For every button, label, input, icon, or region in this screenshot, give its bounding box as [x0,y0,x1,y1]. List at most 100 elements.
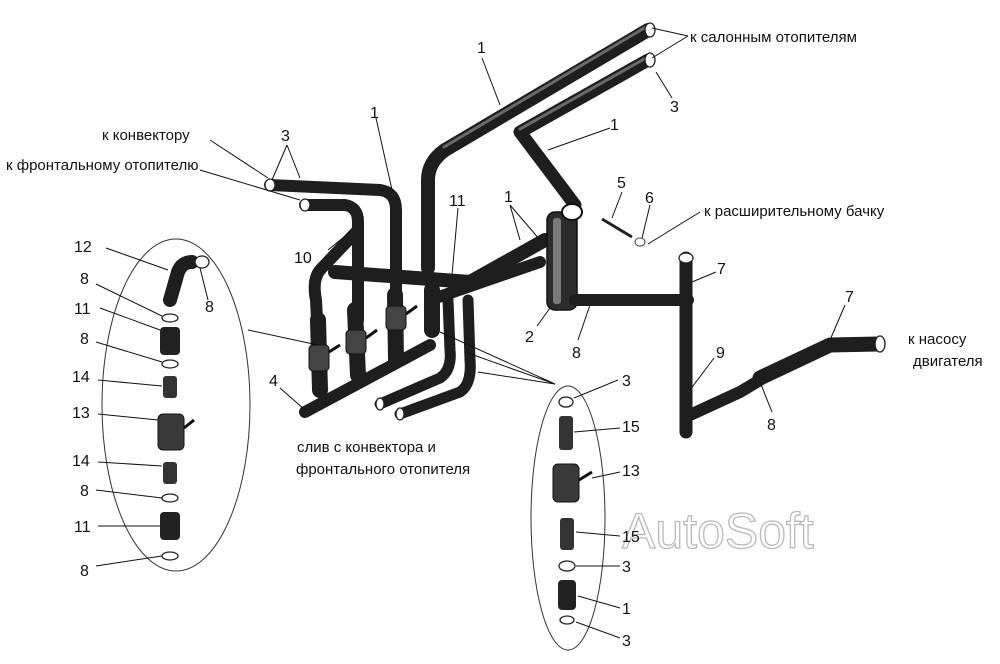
valve [345,329,367,355]
block-highlight [553,218,561,304]
leader [451,207,459,276]
callout-1: 1 [477,40,486,57]
label-drain-1: слив с конвектора и [297,439,436,456]
part-1-hose [558,580,576,610]
leader [375,117,393,191]
part-13-valve [157,413,185,451]
valve [308,344,330,372]
callout-10: 10 [294,250,312,267]
leader [199,169,301,201]
part-15-nipple [559,416,573,450]
callout-14: 14 [72,369,90,386]
leader [829,304,846,341]
part-8-clamp [161,313,179,323]
part-14-nipple [163,462,177,484]
callout-8: 8 [572,345,581,362]
leader [547,127,611,151]
valve-handle [405,304,418,316]
leader [209,139,269,179]
pipe-cabin-return [513,53,655,212]
callout-7: 7 [717,261,726,278]
pipe-drain-2 [394,294,476,420]
pipe-end [375,397,385,411]
part-11-sleeve [160,512,180,540]
part-3-clamp [559,615,575,625]
part-8-clamp [161,359,179,369]
pipe-highlight [518,56,648,131]
callout-12: 12 [74,239,92,256]
pipe-5 [601,217,633,239]
callout-7: 7 [845,289,854,306]
callout-15: 15 [622,419,640,436]
leader [573,427,621,433]
leader-1-center [509,204,541,241]
callout-1: 1 [504,189,513,206]
valve-handle [365,328,378,340]
pipe-4 [299,339,436,418]
label-to-engine-pump-1: к насосу [908,331,967,348]
exploded-view-left [101,238,251,572]
leader [611,191,623,219]
callout-6: 6 [645,190,654,207]
label-drain-2: фронтального отопителя [296,461,470,478]
valve [385,305,407,331]
pipe-end [874,335,886,353]
leader [97,379,163,387]
leader [577,304,591,341]
leader [481,57,501,106]
callout-8: 8 [80,483,89,500]
callout-3: 3 [622,373,631,390]
leader [95,341,163,363]
leader [575,621,621,639]
callout-14: 14 [72,453,90,470]
part-13-handle [578,470,593,482]
part-14-nipple [163,376,177,398]
leader [641,204,651,239]
callout-8: 8 [80,563,89,580]
leader [95,283,163,317]
callout-13: 13 [72,405,90,422]
part-8-clamp [161,551,179,561]
part-3-clamp [558,560,576,572]
label-to-front-heater: к фронтальному отопителю [6,157,199,174]
callout-5: 5 [617,175,626,192]
leader [691,271,717,283]
part-8-clamp [161,493,179,503]
label-to-engine-pump-2: двигателя [913,353,983,370]
pipe-end [264,178,276,192]
callout-11: 11 [74,301,91,318]
leader [97,461,163,467]
pipe-manifold-lower [424,256,546,306]
label-to-cabin-heaters: к салонным отопителям [690,29,857,46]
part-8-clamp [194,255,210,269]
pipe-end [299,198,311,212]
leader [97,413,159,421]
leader [95,555,163,567]
pipe-end [395,407,405,421]
watermark-text: AutoSoft [622,503,814,559]
leader-lines [95,27,846,639]
leader-expansion [647,211,701,245]
leader [327,231,351,251]
pipe-end [644,52,656,68]
pipe-assembly [264,22,886,439]
leader [105,247,169,271]
leader-3-convector [271,144,301,181]
valve-handle [328,343,341,354]
callout-8: 8 [767,417,776,434]
leader [279,387,306,411]
pipe-drain-1 [374,294,456,410]
leader [759,381,773,413]
leader [99,307,161,331]
callout-4: 4 [269,373,278,390]
pipe-front-heater [299,199,364,326]
callout-2: 2 [525,329,534,346]
callout-numbers: 1 3 1 1 3 1 11 5 6 10 7 7 2 8 9 8 4 12 8… [72,40,854,650]
callout-11: 11 [74,519,91,536]
callout-3: 3 [622,559,631,576]
callout-3: 3 [281,128,290,145]
label-to-expansion-tank: к расширительному бачку [704,203,885,220]
text-labels: к салонным отопителям к конвектору к фро… [6,29,983,478]
leader-left-ellipse [247,329,319,346]
